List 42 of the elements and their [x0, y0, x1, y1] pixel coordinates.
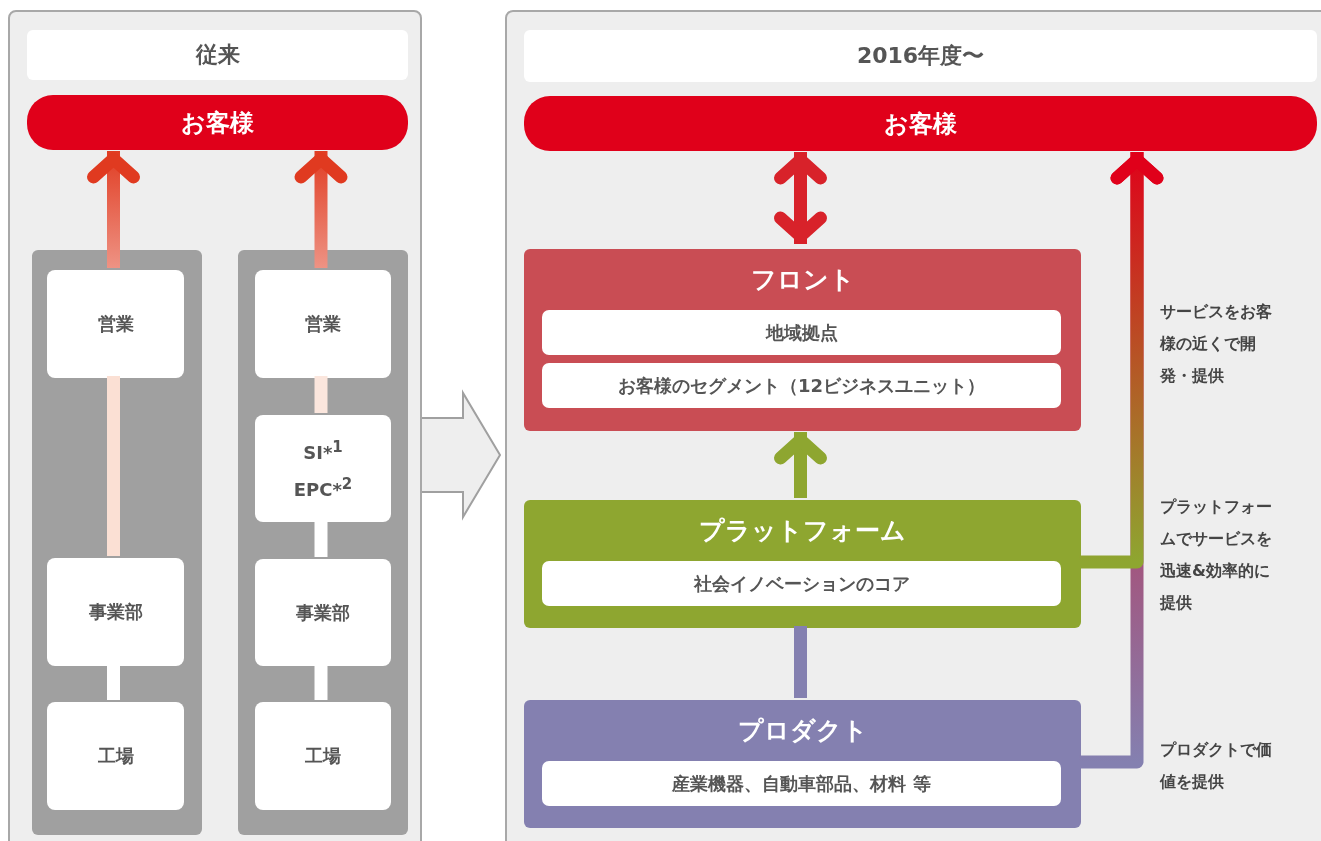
side-note: サービスをお客様の近くで開発・提供 [1160, 301, 1273, 387]
heading-bar: 2016年度〜 [524, 30, 1317, 82]
process-box: 工場 [255, 702, 391, 810]
column-bar [32, 250, 202, 835]
column-bar [238, 250, 408, 835]
item-box: お客様のセグメント（12ビジネスユニット） [542, 363, 1061, 408]
item-box: 社会イノベーションのコア [542, 561, 1061, 606]
arrow [1079, 152, 1164, 569]
heading-bar: 従来 [27, 30, 408, 80]
box-text: SI*$^{1}$ [303, 437, 343, 463]
panel [8, 10, 422, 841]
arrow [294, 151, 348, 268]
connector-line [107, 664, 120, 700]
category-box [524, 249, 1081, 431]
arrow [774, 152, 827, 244]
customer-bar: お客様 [27, 95, 408, 150]
process-box [255, 415, 391, 522]
arrow [87, 151, 140, 268]
customer-bar: お客様 [524, 96, 1317, 151]
item-box: 地域拠点 [542, 310, 1061, 355]
arrow [774, 432, 827, 498]
connector-line [314, 664, 328, 700]
block-arrow [421, 389, 502, 521]
process-box: 事業部 [47, 558, 184, 666]
connector-line [794, 626, 807, 698]
connector-line [314, 520, 328, 557]
process-box: 営業 [255, 270, 391, 378]
box-title: フロント [749, 264, 856, 296]
process-box: 営業 [47, 270, 184, 378]
box-title: プラットフォーム [698, 515, 907, 547]
side-note: プロダクトで価値を提供 [1160, 739, 1273, 793]
box-text: EPC*$^{2}$ [293, 474, 353, 500]
connector-line [314, 376, 328, 413]
side-note: プラットフォームでサービスを迅速&効率的に提供 [1160, 496, 1273, 614]
category-box [524, 500, 1081, 628]
process-box: 事業部 [255, 559, 391, 666]
connector-line [107, 376, 120, 556]
item-box: 産業機器、自動車部品、材料 等 [542, 761, 1061, 806]
category-box [524, 700, 1081, 828]
box-title: プロダクト [736, 715, 869, 747]
process-box: 工場 [47, 702, 184, 810]
panel [505, 10, 1321, 841]
